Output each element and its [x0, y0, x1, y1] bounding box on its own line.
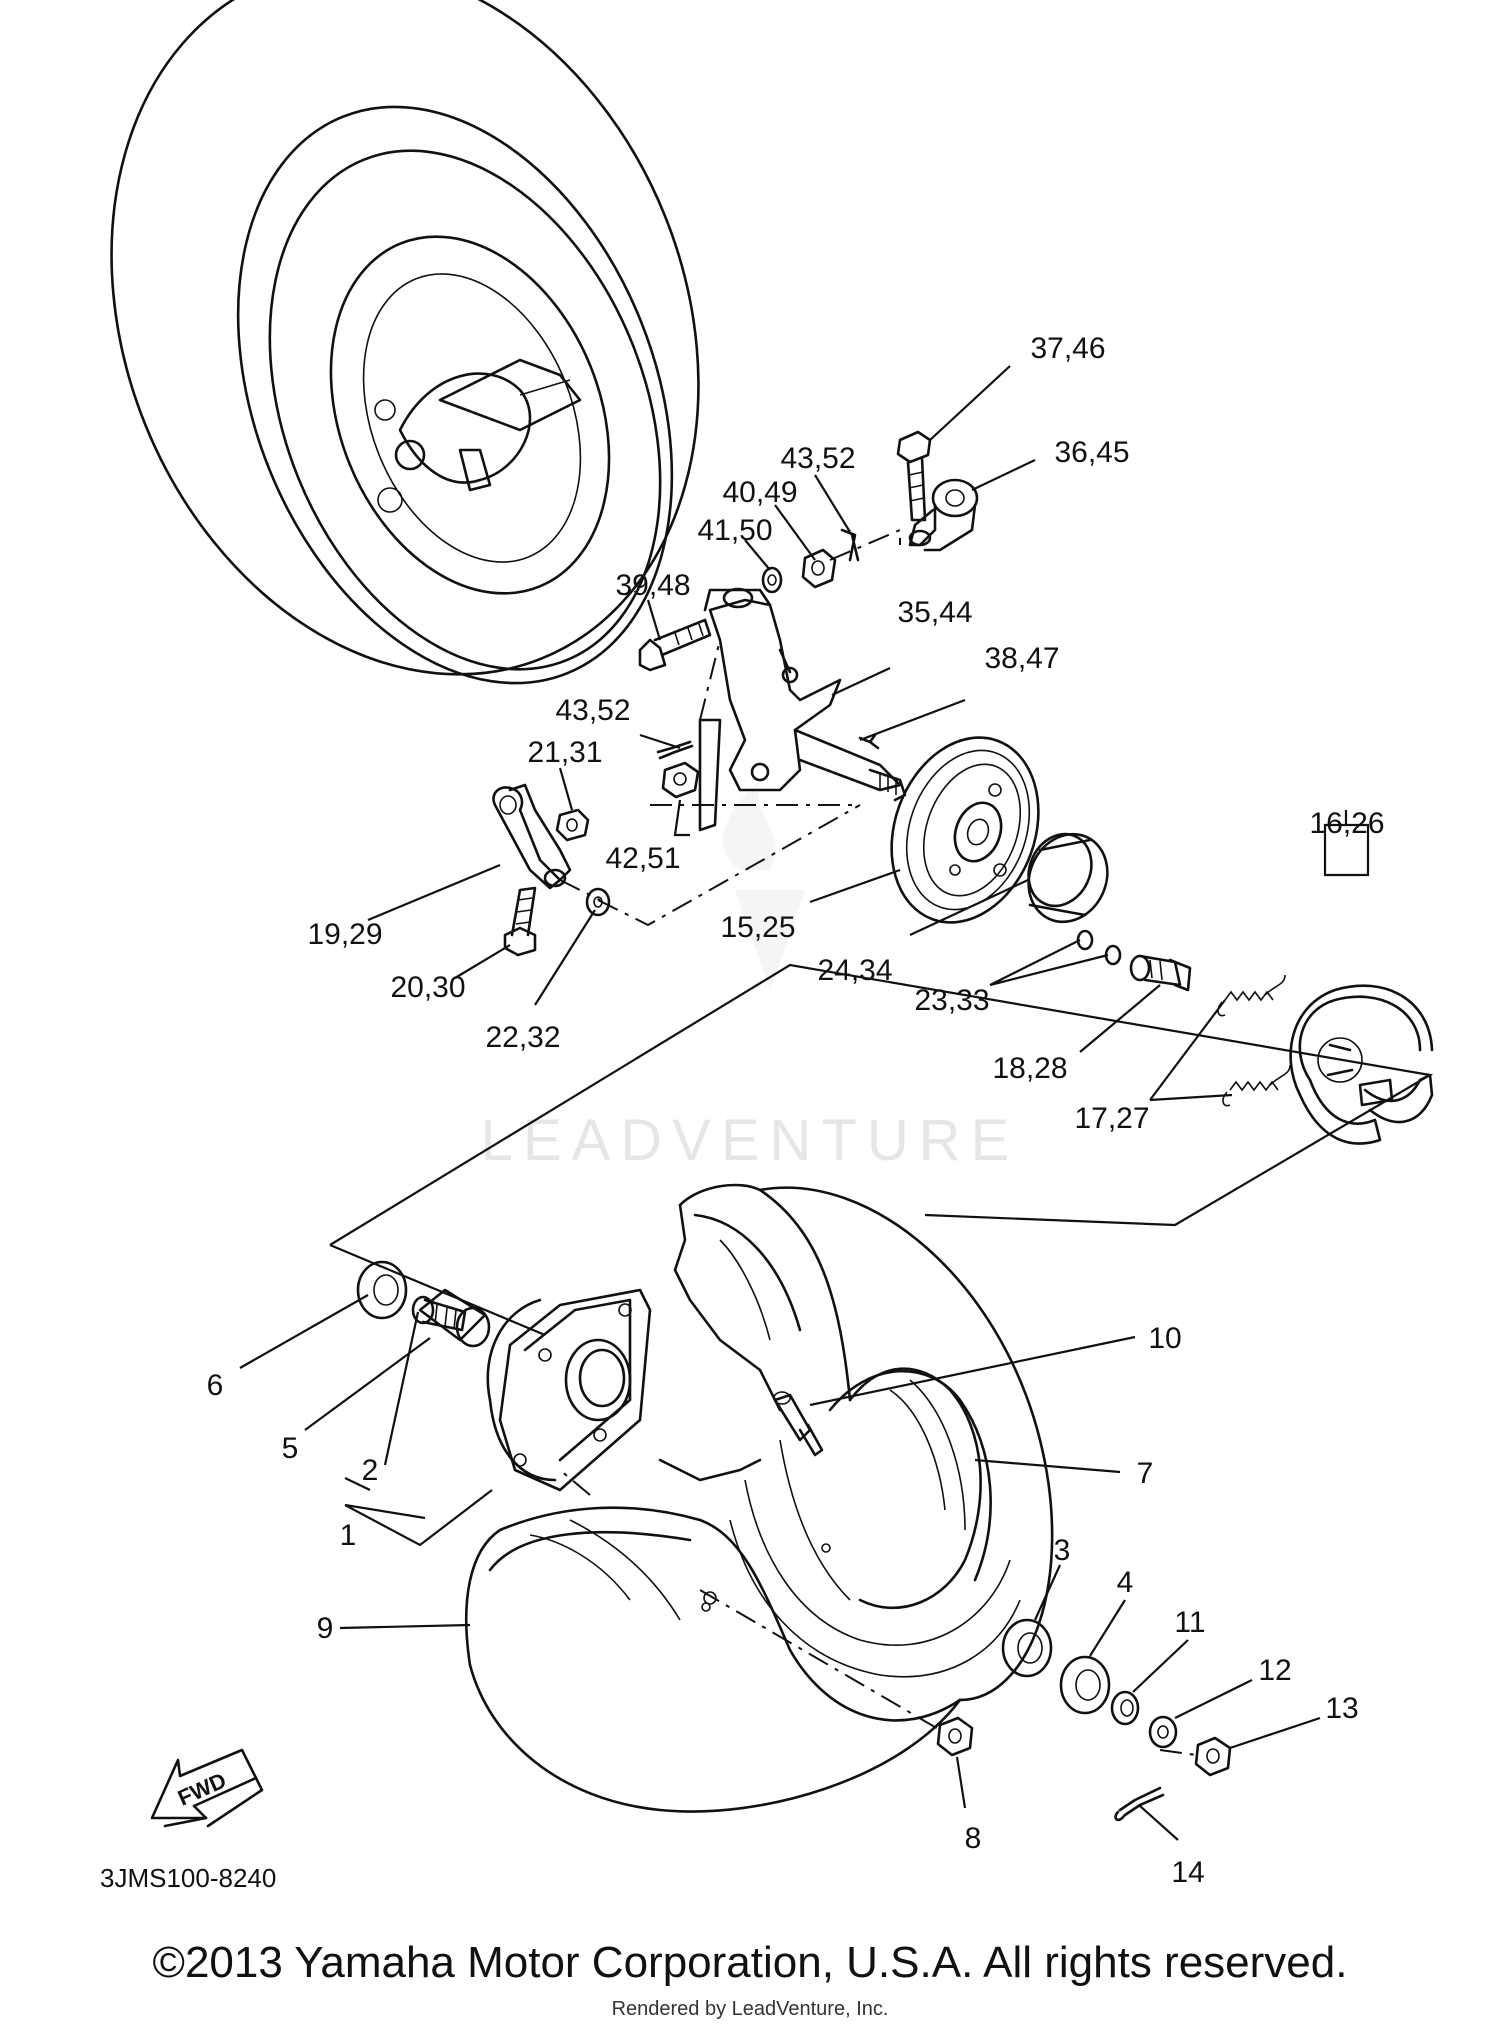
- callout-43-52-top: 43,52: [780, 442, 855, 475]
- bolt-39-48: [638, 618, 712, 672]
- callout-22-32: 22,32: [485, 1021, 560, 1054]
- o-ring-23-33-a: [1076, 929, 1094, 951]
- fwd-arrow-icon: FWD: [150, 1748, 264, 1828]
- callout-39-48: 39,48: [615, 569, 690, 602]
- bearing-6: [356, 1260, 408, 1320]
- bolt-20-30: [503, 886, 537, 957]
- cotter-pin-14: [1114, 1786, 1165, 1822]
- axis-line-arm: [597, 804, 861, 927]
- callout-6: 6: [207, 1369, 224, 1402]
- callout-41-50: 41,50: [697, 514, 772, 547]
- callout-10: 10: [1148, 1322, 1181, 1355]
- brake-camshaft-18-28: [1129, 954, 1192, 992]
- nut-42-51: [661, 761, 700, 799]
- hub-1: [486, 1288, 652, 1492]
- tie-rod-arm-36-45: [908, 478, 979, 552]
- valve-10: [773, 1391, 824, 1457]
- washer-41-50-hole: [767, 574, 777, 586]
- callout-18-28: 18,28: [992, 1052, 1067, 1085]
- bracket-16-26: [1323, 810, 1370, 877]
- watermark-text: LEADVENTURE: [481, 1108, 1020, 1173]
- callout-24-34: 24,34: [817, 954, 892, 987]
- leader-lines: [239, 365, 1321, 1841]
- washer-12: [1148, 1715, 1178, 1749]
- copyright-notice: ©2013 Yamaha Motor Corporation, U.S.A. A…: [152, 1938, 1348, 1987]
- axis-line-arm-bolt: [559, 879, 601, 901]
- collar-5: [418, 1288, 491, 1348]
- callout-21-31: 21,31: [527, 736, 602, 769]
- callout-17-27: 17,27: [1074, 1102, 1149, 1135]
- callout-19-29: 19,29: [307, 918, 382, 951]
- callout-20-30: 20,30: [390, 971, 465, 1004]
- callout-14: 14: [1171, 1856, 1204, 1889]
- bracket-lower-left: [329, 1243, 546, 1337]
- brake-plate-15-25: [890, 736, 1040, 924]
- callout-37-46: 37,46: [1030, 332, 1105, 365]
- nut-8: [936, 1716, 974, 1757]
- bearing-3: [1001, 1618, 1053, 1678]
- brake-springs-17-27: [1217, 974, 1291, 1107]
- callout-13: 13: [1325, 1692, 1358, 1725]
- callout-8: 8: [965, 1822, 982, 1855]
- rim-7: [701, 1186, 1054, 1702]
- spacer-11: [1110, 1690, 1140, 1726]
- callout-43-52-lower: 43,52: [555, 694, 630, 727]
- seal-24-34: [1027, 832, 1109, 924]
- brake-shoes-16-26: [1289, 984, 1434, 1145]
- callout-1: 1: [340, 1519, 357, 1552]
- callout-4: 4: [1117, 1566, 1134, 1599]
- washer-41-50: [761, 566, 783, 594]
- o-ring-23-33-b: [1104, 944, 1122, 966]
- callout-12: 12: [1258, 1654, 1291, 1687]
- callout-36-45: 36,45: [1054, 436, 1129, 469]
- callout-5: 5: [282, 1432, 299, 1465]
- brake-arm-19-29: [492, 783, 572, 890]
- tire-9: [464, 1183, 962, 1813]
- nut-13: [1194, 1736, 1232, 1777]
- bolt-37-46: [896, 430, 932, 522]
- axis-line-pin: [829, 528, 901, 561]
- diagram-code: 3JMS100-8240: [100, 1863, 276, 1893]
- callout-40-49: 40,49: [722, 476, 797, 509]
- callout-2: 2: [362, 1454, 379, 1487]
- callout-35-44: 35,44: [897, 596, 972, 629]
- callout-42-51: 42,51: [605, 842, 680, 875]
- axis-line-knuckle: [699, 639, 721, 721]
- brake-group-bracket: [329, 963, 1434, 1246]
- callout-23-33: 23,33: [914, 984, 989, 1017]
- callout-15-25: 15,25: [720, 911, 795, 944]
- rendered-by-notice: Rendered by LeadVenture, Inc.: [611, 1998, 889, 2020]
- axis-line-hub: [559, 1469, 591, 1496]
- steering-knuckle: [698, 587, 907, 832]
- callout-38-47: 38,47: [984, 642, 1059, 675]
- assembled-wheel: [110, 0, 700, 685]
- washer-22-32: [585, 887, 611, 917]
- bearing-4: [1059, 1655, 1111, 1715]
- callout-9: 9: [317, 1612, 334, 1645]
- callout-3: 3: [1054, 1534, 1071, 1567]
- callout-11: 11: [1174, 1606, 1205, 1639]
- cotter-pin-43-52-lower: [656, 740, 694, 760]
- callout-7: 7: [1137, 1457, 1154, 1490]
- watermark-logo: [722, 780, 805, 990]
- nut-21-31: [555, 808, 590, 842]
- nut-40-49: [801, 548, 837, 589]
- axis-line-nut13: [1159, 1749, 1197, 1756]
- cotter-pin-43-52-top: [840, 528, 860, 562]
- axis-line-nut8: [699, 1589, 941, 1731]
- callout-16-26: 16,26: [1309, 807, 1384, 840]
